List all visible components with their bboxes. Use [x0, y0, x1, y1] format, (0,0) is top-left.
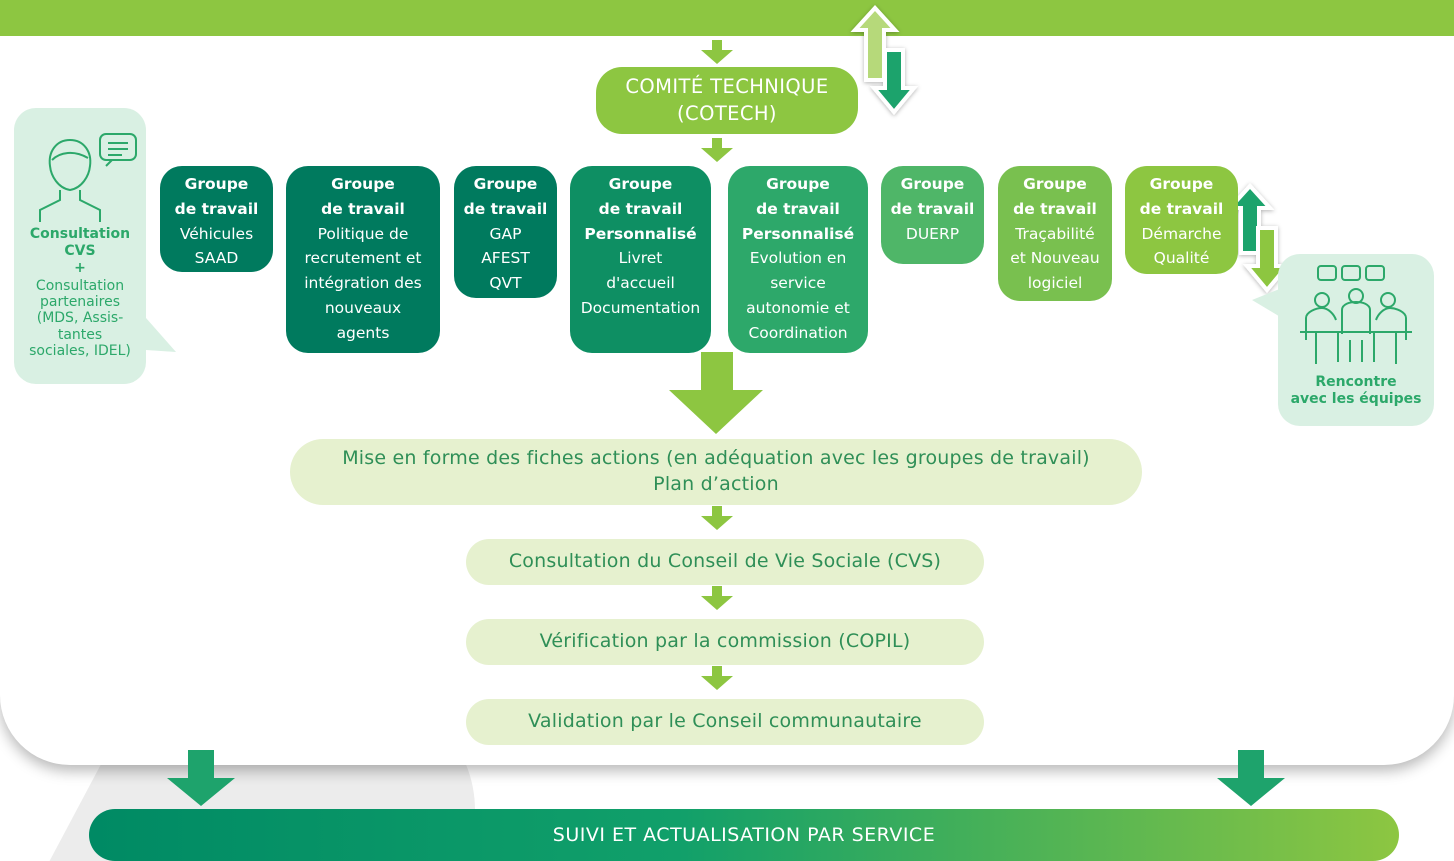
right-meeting-bubble: [1278, 254, 1434, 426]
arrow-down-icon: [701, 138, 733, 162]
step-validation-conseil: Validation par le Conseil communautaire: [466, 699, 984, 745]
arrow-down-icon: [1217, 750, 1285, 806]
arrow-down-icon: [1242, 226, 1292, 294]
step-consultation-cvs: Consultation du Conseil de Vie Sociale (…: [466, 539, 984, 585]
arrow-down-icon: [701, 666, 733, 690]
big-arrow-down-icon: [669, 352, 763, 434]
step-verification-copil: Vérification par la commission (COPIL): [466, 619, 984, 665]
left-bubble-text: Consultation partenaires (MDS, Assis- ta…: [29, 278, 131, 359]
left-bubble-bold: Consultation CVS +: [29, 226, 131, 276]
top-bar: [0, 0, 1454, 36]
bottom-bar: SUIVI ET ACTUALISATION PAR SERVICE: [89, 809, 1399, 861]
arrow-down-icon: [167, 750, 235, 806]
cotech-box: COMITÉ TECHNIQUE (COTECH): [596, 67, 858, 134]
arrow-down-icon: [701, 40, 733, 64]
arrow-down-icon: [701, 506, 733, 530]
bottom-bar-label: SUIVI ET ACTUALISATION PAR SERVICE: [552, 824, 936, 846]
right-bubble-bold: Rencontre avec les équipes: [1290, 374, 1422, 407]
step-fiches-actions: Mise en forme des fiches actions (en adé…: [290, 439, 1142, 505]
arrow-down-icon: [701, 586, 733, 610]
arrow-up-icon: [850, 5, 900, 82]
arrow-down-icon: [869, 48, 919, 116]
